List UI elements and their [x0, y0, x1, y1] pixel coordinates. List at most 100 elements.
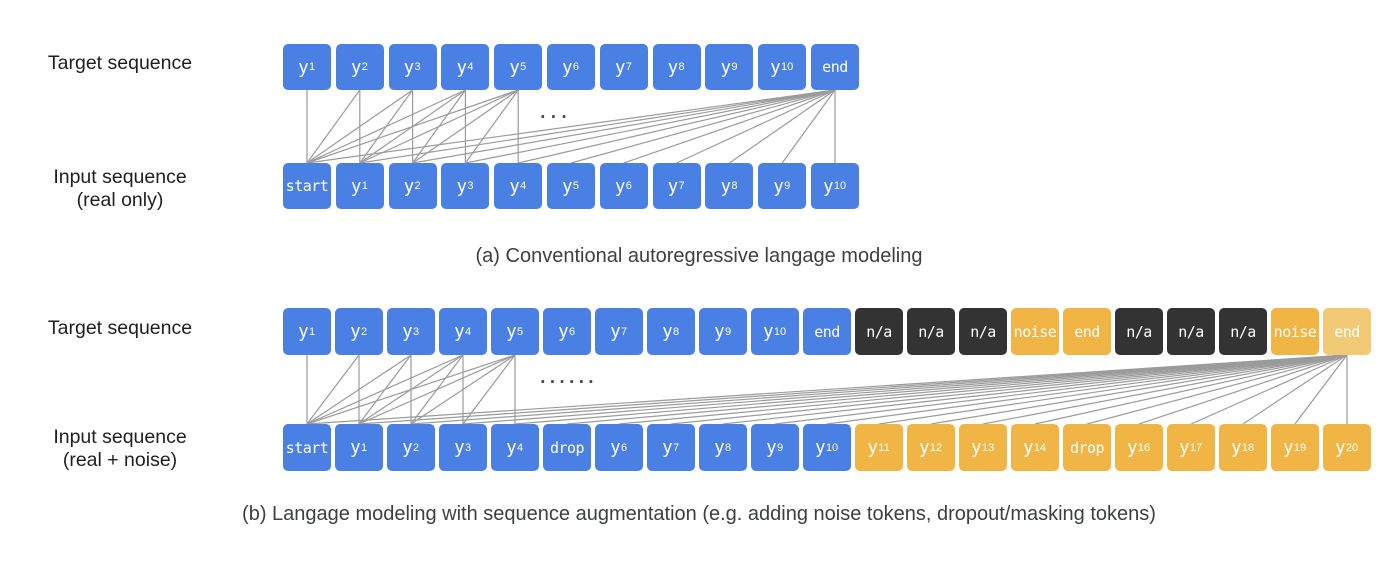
token-label: y	[610, 437, 620, 457]
token-label: y	[402, 321, 412, 341]
connector-line	[306, 89, 413, 164]
token-label: y	[763, 321, 773, 341]
token-label: y	[404, 175, 414, 196]
token-label: y	[510, 56, 520, 77]
connector-line	[781, 89, 836, 164]
connector-line	[359, 89, 519, 164]
token-label: y	[662, 321, 672, 341]
token-label: y	[350, 437, 360, 457]
token-label: y	[1127, 437, 1137, 457]
token-label: y	[721, 175, 731, 196]
token-label: start	[285, 177, 329, 195]
token-end: end	[1323, 308, 1371, 355]
token-label: n/a	[1126, 322, 1152, 341]
connector-line	[1242, 354, 1348, 425]
token-label: start	[285, 438, 329, 457]
token-label: end	[822, 58, 848, 76]
token-end: end	[803, 308, 851, 355]
token-label: y	[506, 321, 516, 341]
panel-a-input-label: Input sequence (real only)	[22, 166, 218, 212]
panel-b-ellipsis: ......	[538, 368, 596, 387]
panel-a-target-label: Target sequence	[47, 52, 193, 74]
panel-b-caption: (b) Langage modeling with sequence augme…	[242, 503, 1156, 525]
token-label: n/a	[1178, 322, 1204, 341]
token-noise: noise	[1271, 308, 1319, 355]
token-label: drop	[549, 438, 585, 457]
connector-line	[359, 89, 836, 164]
token-end: end	[1063, 308, 1111, 355]
token-label: end	[814, 322, 840, 341]
connector-line	[464, 89, 519, 164]
connector-line	[306, 354, 1348, 425]
token-label: y	[562, 175, 572, 196]
token-label: y	[868, 437, 878, 457]
connector-line	[410, 354, 516, 425]
panel-a-caption: (a) Conventional autoregressive langage …	[475, 245, 923, 267]
token-drop: drop	[1063, 424, 1111, 471]
token-label: y	[454, 321, 464, 341]
token-label: y	[1283, 437, 1293, 457]
connector-line	[774, 354, 1348, 425]
token-label: n/a	[1230, 322, 1256, 341]
connector-line	[462, 354, 1348, 425]
connector-line	[722, 354, 1348, 425]
token-label: drop	[1069, 438, 1105, 457]
connector-line	[306, 354, 412, 425]
token-label: y	[1335, 437, 1345, 457]
token-label: n/a	[970, 322, 996, 341]
connector-line	[306, 89, 519, 164]
connector-line	[412, 89, 519, 164]
token-label: y	[457, 56, 467, 77]
token-label: y	[766, 437, 776, 457]
connector-line	[1034, 354, 1348, 425]
token-drop: drop	[543, 424, 591, 471]
token-label: y	[404, 56, 414, 77]
connector-line	[618, 354, 1348, 425]
token-label: y	[1179, 437, 1189, 457]
token-label: y	[721, 56, 731, 77]
token-label: y	[562, 56, 572, 77]
token-label: y	[506, 437, 516, 457]
connector-line	[514, 354, 1348, 425]
connector-line	[306, 354, 360, 425]
connector-line	[1294, 354, 1348, 425]
token-na: n/a	[1167, 308, 1215, 355]
connector-line	[306, 89, 361, 164]
token-na: n/a	[959, 308, 1007, 355]
token-noise: noise	[1011, 308, 1059, 355]
token-start: start	[283, 424, 331, 471]
token-label: y	[610, 321, 620, 341]
token-label: n/a	[866, 322, 892, 341]
connector-line	[306, 354, 516, 425]
